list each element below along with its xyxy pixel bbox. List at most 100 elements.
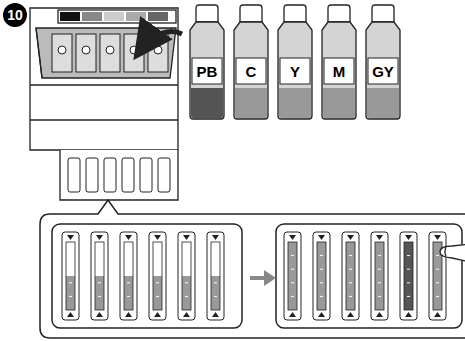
callout-frame (52, 224, 242, 328)
ink-level-window (62, 232, 79, 320)
ink-level-window (349, 269, 352, 270)
change-arrow (250, 270, 276, 286)
bottle-body (234, 22, 268, 119)
ink-level-window (289, 312, 296, 317)
ink-level-window (207, 232, 224, 320)
bottle-cap (372, 5, 394, 22)
printer-housing (60, 12, 80, 21)
step-number-text: 10 (7, 8, 23, 22)
bottle-ink (235, 88, 267, 118)
ink-level-window (378, 269, 381, 270)
color-code: PB (197, 64, 218, 79)
ink-level-window (434, 312, 441, 317)
bottle-cap (328, 5, 350, 22)
callout-frame (40, 200, 465, 338)
color-code: GY (372, 64, 394, 79)
ink-level-window (378, 255, 381, 256)
bottle-body (322, 22, 356, 119)
bottle-outline (320, 4, 358, 120)
bottle-ink (367, 88, 399, 118)
ink-tank-slot (52, 34, 72, 72)
ink-level-window (347, 235, 354, 240)
ink-level-window (347, 312, 354, 317)
ink-level-window (98, 269, 101, 270)
ink-level-window (207, 232, 224, 320)
printer-housing (30, 8, 178, 150)
ink-tank-slot (58, 46, 66, 54)
ink-level-window (405, 235, 412, 240)
ink-level-window (349, 296, 352, 297)
bottle-cap (240, 5, 262, 22)
ink-level-window (317, 242, 326, 310)
ink-bottle: C (232, 4, 270, 120)
bottle-cap (196, 5, 218, 22)
ink-window-strip (68, 158, 80, 192)
ink-level-window (127, 282, 130, 283)
printer-housing (126, 12, 146, 21)
ink-level-window (288, 242, 297, 310)
ink-level-window (375, 242, 384, 310)
ink-level-window (378, 296, 381, 297)
ink-level-window (349, 282, 352, 283)
bottle-body (366, 22, 400, 119)
ink-level-window (67, 235, 74, 240)
ink-level-window (346, 242, 355, 310)
ink-bottle: GY (364, 4, 402, 120)
ink-level-window (127, 296, 130, 297)
ink-level-window (291, 269, 294, 270)
ink-window-strip (140, 158, 152, 192)
ink-level-window (320, 255, 323, 256)
ink-level-window (69, 296, 72, 297)
ink-level-window (214, 296, 217, 297)
bottle-outline (188, 4, 226, 120)
ink-level-window (185, 269, 188, 270)
ink-tank-slot (106, 46, 114, 54)
ink-level-window (318, 235, 325, 240)
bottle-body (190, 22, 224, 119)
ink-window-strip (158, 158, 170, 192)
ink-level-window (407, 269, 410, 270)
ink-level-window (91, 232, 108, 320)
ink-level-window (212, 312, 219, 317)
ink-window-strip (86, 158, 98, 192)
ink-level-window (91, 232, 108, 320)
finger-hand (445, 247, 446, 256)
ink-level-window (371, 232, 388, 320)
ink-level-window (69, 255, 72, 256)
ink-level-window (156, 282, 159, 283)
ink-level-window (291, 282, 294, 283)
ink-level-window (185, 282, 188, 283)
ink-level-window (125, 235, 132, 240)
bottle-label (280, 58, 310, 84)
ink-tank-slot (82, 46, 90, 54)
ink-level-window (96, 312, 103, 317)
bottle-label (192, 58, 222, 84)
printer-housing (30, 84, 178, 85)
ink-level-window (154, 235, 161, 240)
ink-level-window (120, 232, 137, 320)
ink-level-window (404, 242, 413, 310)
ink-level-window (376, 312, 383, 317)
ink-level-window (156, 296, 159, 297)
ink-level-window (407, 282, 410, 283)
ink-level-window (212, 235, 219, 240)
ink-level-window (429, 232, 446, 320)
ink-level-window (313, 232, 330, 320)
ink-level-window (153, 276, 162, 310)
ink-level-window (185, 296, 188, 297)
ink-level-window (183, 235, 190, 240)
printer-housing (36, 28, 42, 78)
ink-level-window (211, 242, 220, 310)
ink-level-window (124, 276, 133, 310)
ink-level-window (375, 242, 384, 310)
ink-level-window (320, 282, 323, 283)
ink-level-window (178, 232, 195, 320)
printer-housing (82, 12, 102, 21)
ink-bottle: Y (276, 4, 314, 120)
bottle-label (368, 58, 398, 84)
ink-level-window (127, 269, 130, 270)
ink-level-window (289, 235, 296, 240)
ink-level-window (95, 276, 104, 310)
ink-level-window (407, 255, 410, 256)
ink-level-window (153, 242, 162, 310)
